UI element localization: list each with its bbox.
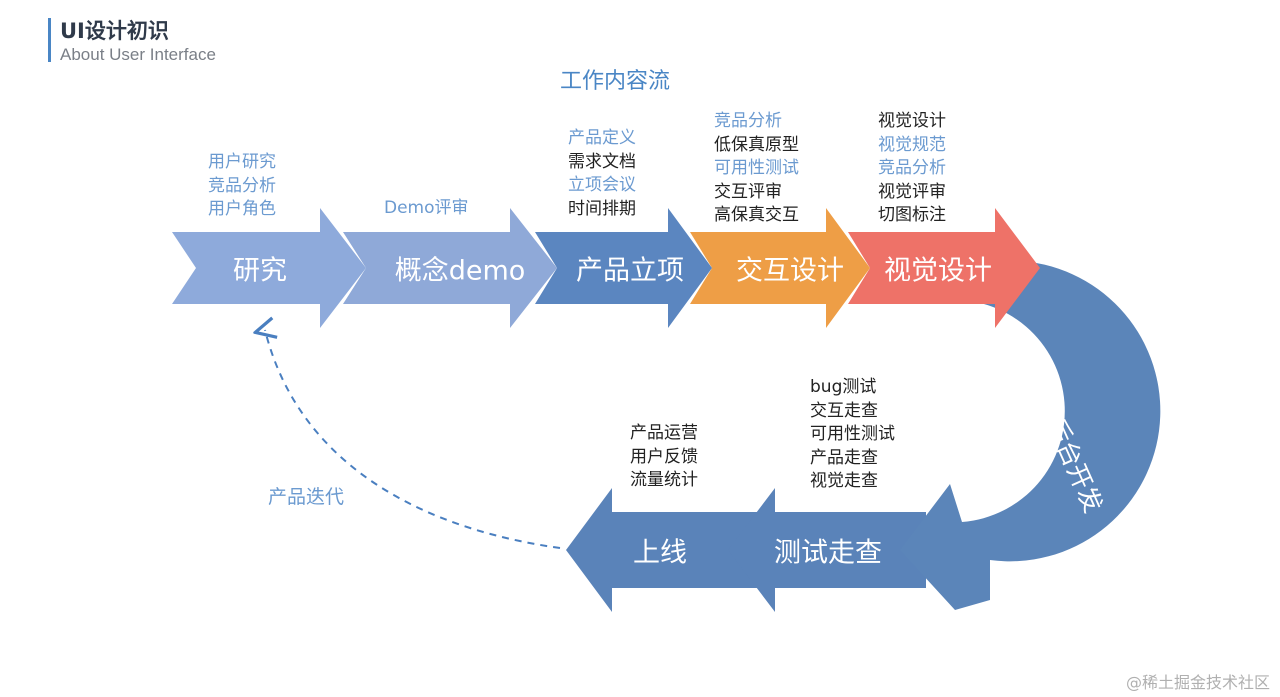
note-line: 切图标注 <box>878 205 946 225</box>
note-line: 高保真交互 <box>714 205 799 225</box>
flow-title: 工作内容流 <box>560 69 671 94</box>
note-line: 用户角色 <box>208 199 276 219</box>
note-line: 低保真原型 <box>714 134 799 155</box>
note-line: 视觉规范 <box>878 134 946 155</box>
note-line: 产品走查 <box>810 447 878 468</box>
note-line: 竞品分析 <box>714 111 782 131</box>
note-line: 交互走查 <box>810 400 878 421</box>
visual-notes: 视觉设计 视觉规范 竞品分析 视觉评审 切图标注 <box>878 110 946 228</box>
stage-arrow-testing <box>728 488 926 612</box>
stage-arrow-visual <box>848 208 1040 328</box>
stage-label-product: 产品立项 <box>576 255 684 287</box>
note-line: 交互评审 <box>714 181 782 202</box>
stage-arrow-product <box>535 208 712 328</box>
stage-label-research: 研究 <box>233 255 287 287</box>
note-line: Demo评审 <box>384 198 469 218</box>
stage-label-concept: 概念demo <box>394 255 526 287</box>
note-line: 产品定义 <box>568 128 636 148</box>
launch-notes: 产品运营 用户反馈 流量统计 <box>630 422 698 493</box>
note-line: 可用性测试 <box>810 424 895 444</box>
note-line: 视觉评审 <box>878 181 946 202</box>
testing-notes: bug测试 交互走查 可用性测试 产品走查 视觉走查 <box>810 376 895 494</box>
watermark: @稀土掘金技术社区 <box>1125 673 1270 692</box>
concept-notes: Demo评审 <box>384 197 469 221</box>
note-line: 竞品分析 <box>208 175 276 196</box>
interaction-notes: 竞品分析 低保真原型 可用性测试 交互评审 高保真交互 <box>714 110 799 228</box>
stage-arrow-research <box>172 208 366 328</box>
note-line: 可用性测试 <box>714 158 799 178</box>
stage-label-visual: 视觉设计 <box>884 255 992 287</box>
stage-arrow-concept <box>343 208 557 328</box>
iteration-dashed-arrow <box>265 330 561 549</box>
stage-arrow-dev <box>900 262 1161 610</box>
note-line: 产品运营 <box>630 423 698 443</box>
stage-label-launch: 上线 <box>633 537 687 569</box>
note-line: 视觉走查 <box>810 471 878 491</box>
research-notes: 用户研究 竞品分析 用户角色 <box>208 151 276 222</box>
note-line: bug测试 <box>810 377 877 397</box>
page-subtitle: About User Interface <box>60 45 216 64</box>
iteration-label: 产品迭代 <box>268 486 345 508</box>
note-line: 时间排期 <box>568 198 636 219</box>
note-line: 视觉设计 <box>878 111 946 131</box>
page-title: UI设计初识 <box>60 19 169 43</box>
product-notes: 产品定义 需求文档 立项会议 时间排期 <box>568 127 636 221</box>
note-line: 立项会议 <box>568 175 636 195</box>
page-header: UI设计初识 About User Interface <box>48 18 216 64</box>
note-line: 用户研究 <box>208 152 276 172</box>
stage-label-interaction: 交互设计 <box>736 255 844 287</box>
stage-arrow-launch <box>566 488 775 612</box>
note-line: 需求文档 <box>568 151 636 172</box>
note-line: 流量统计 <box>630 470 698 490</box>
note-line: 竞品分析 <box>878 158 946 178</box>
note-line: 用户反馈 <box>630 446 698 467</box>
stage-arrow-interaction <box>690 208 870 328</box>
stage-label-testing: 测试走查 <box>774 537 882 569</box>
